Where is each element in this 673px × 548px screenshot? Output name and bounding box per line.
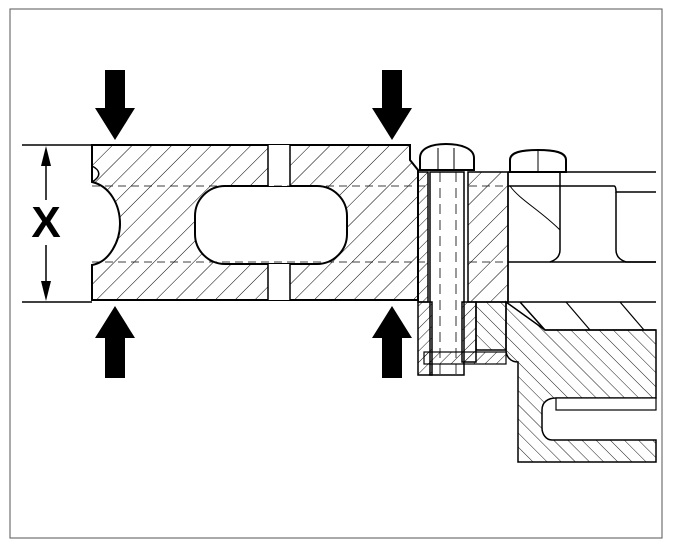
figure-border — [9, 8, 663, 539]
arrow-up-icon — [95, 306, 135, 378]
arrow-up-icon — [372, 306, 412, 378]
arrow-down-icon — [95, 70, 135, 140]
dimension-label-x: X — [31, 198, 60, 247]
housing — [505, 148, 657, 463]
dimension-arrow-icon — [41, 146, 51, 301]
main-block — [91, 144, 505, 301]
arrow-down-icon — [372, 70, 412, 140]
screw-assembly — [417, 142, 509, 376]
